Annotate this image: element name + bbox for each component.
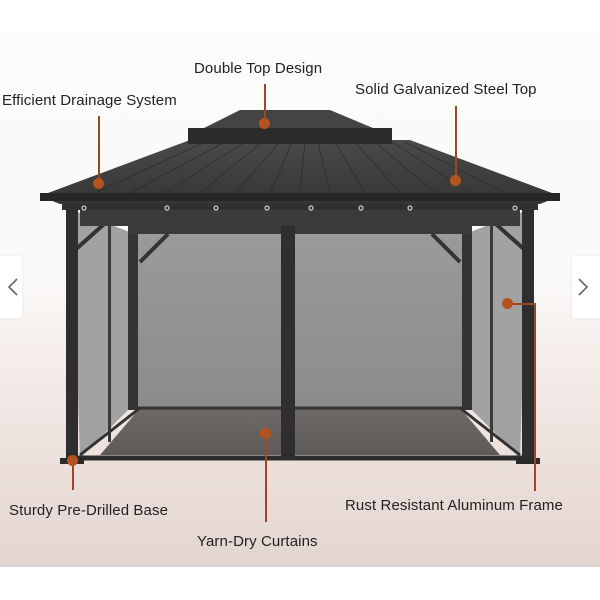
chevron-right-icon — [578, 278, 589, 296]
callout-base-label: Sturdy Pre-Drilled Base — [9, 502, 169, 519]
callout-drainage-label: Efficient Drainage System — [2, 92, 177, 109]
callout-steel-top-label: Solid Galvanized Steel Top — [355, 81, 537, 98]
callout-double-top-dot — [259, 118, 270, 129]
callout-steel-top-dot — [450, 175, 461, 186]
image-bottom-edge — [0, 565, 600, 567]
callout-base-dot — [67, 455, 78, 466]
callout-curtains-dot — [260, 428, 271, 439]
carousel-next-button[interactable] — [572, 256, 600, 318]
chevron-left-icon — [7, 278, 18, 296]
callout-drainage-dot — [93, 178, 104, 189]
callout-curtains-label: Yarn-Dry Curtains — [197, 533, 318, 550]
callout-double-top-label: Double Top Design — [194, 60, 323, 77]
callout-frame-hline — [510, 303, 536, 305]
callout-steel-top-line — [455, 106, 457, 178]
callout-frame-label: Rust Resistant Aluminum Frame — [345, 497, 563, 514]
callout-base-line — [72, 462, 74, 490]
callout-double-top-line — [264, 84, 266, 122]
callout-frame-dot — [502, 298, 513, 309]
callout-drainage-line — [98, 116, 100, 182]
carousel-prev-button[interactable] — [0, 256, 22, 318]
callout-curtains-line — [265, 434, 267, 522]
callout-frame-line — [534, 303, 536, 491]
